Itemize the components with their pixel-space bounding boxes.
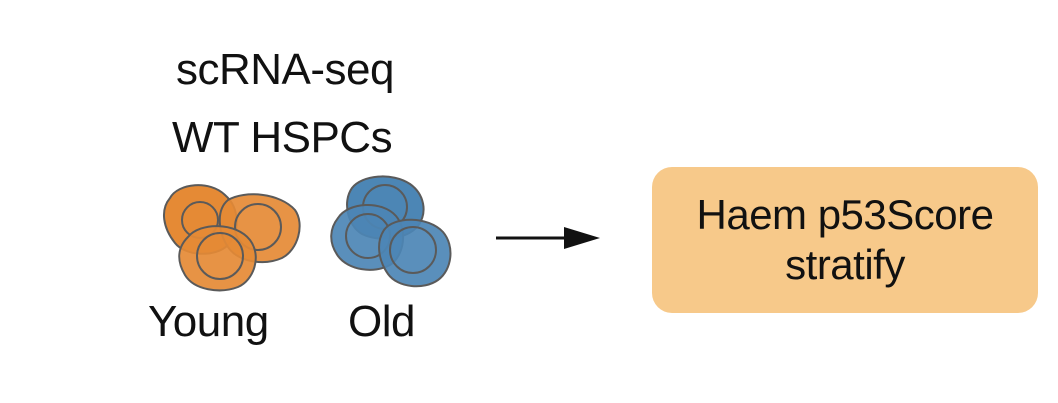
young-label: Young — [148, 297, 269, 346]
young-cell-3 — [178, 225, 257, 292]
young-cell-cluster — [163, 184, 301, 292]
result-line-2: stratify — [785, 241, 905, 288]
old-cell-3 — [378, 218, 452, 288]
right-arrow-icon — [496, 227, 600, 249]
title-scrna-seq: scRNA-seq — [176, 45, 395, 94]
result-line-1: Haem p53Score — [696, 191, 995, 238]
title-wt-hspcs: WT HSPCs — [172, 113, 393, 162]
old-cell-cluster — [330, 175, 452, 288]
haem-p53score-box: Haem p53Score stratify — [652, 167, 1038, 313]
old-label: Old — [348, 297, 415, 346]
